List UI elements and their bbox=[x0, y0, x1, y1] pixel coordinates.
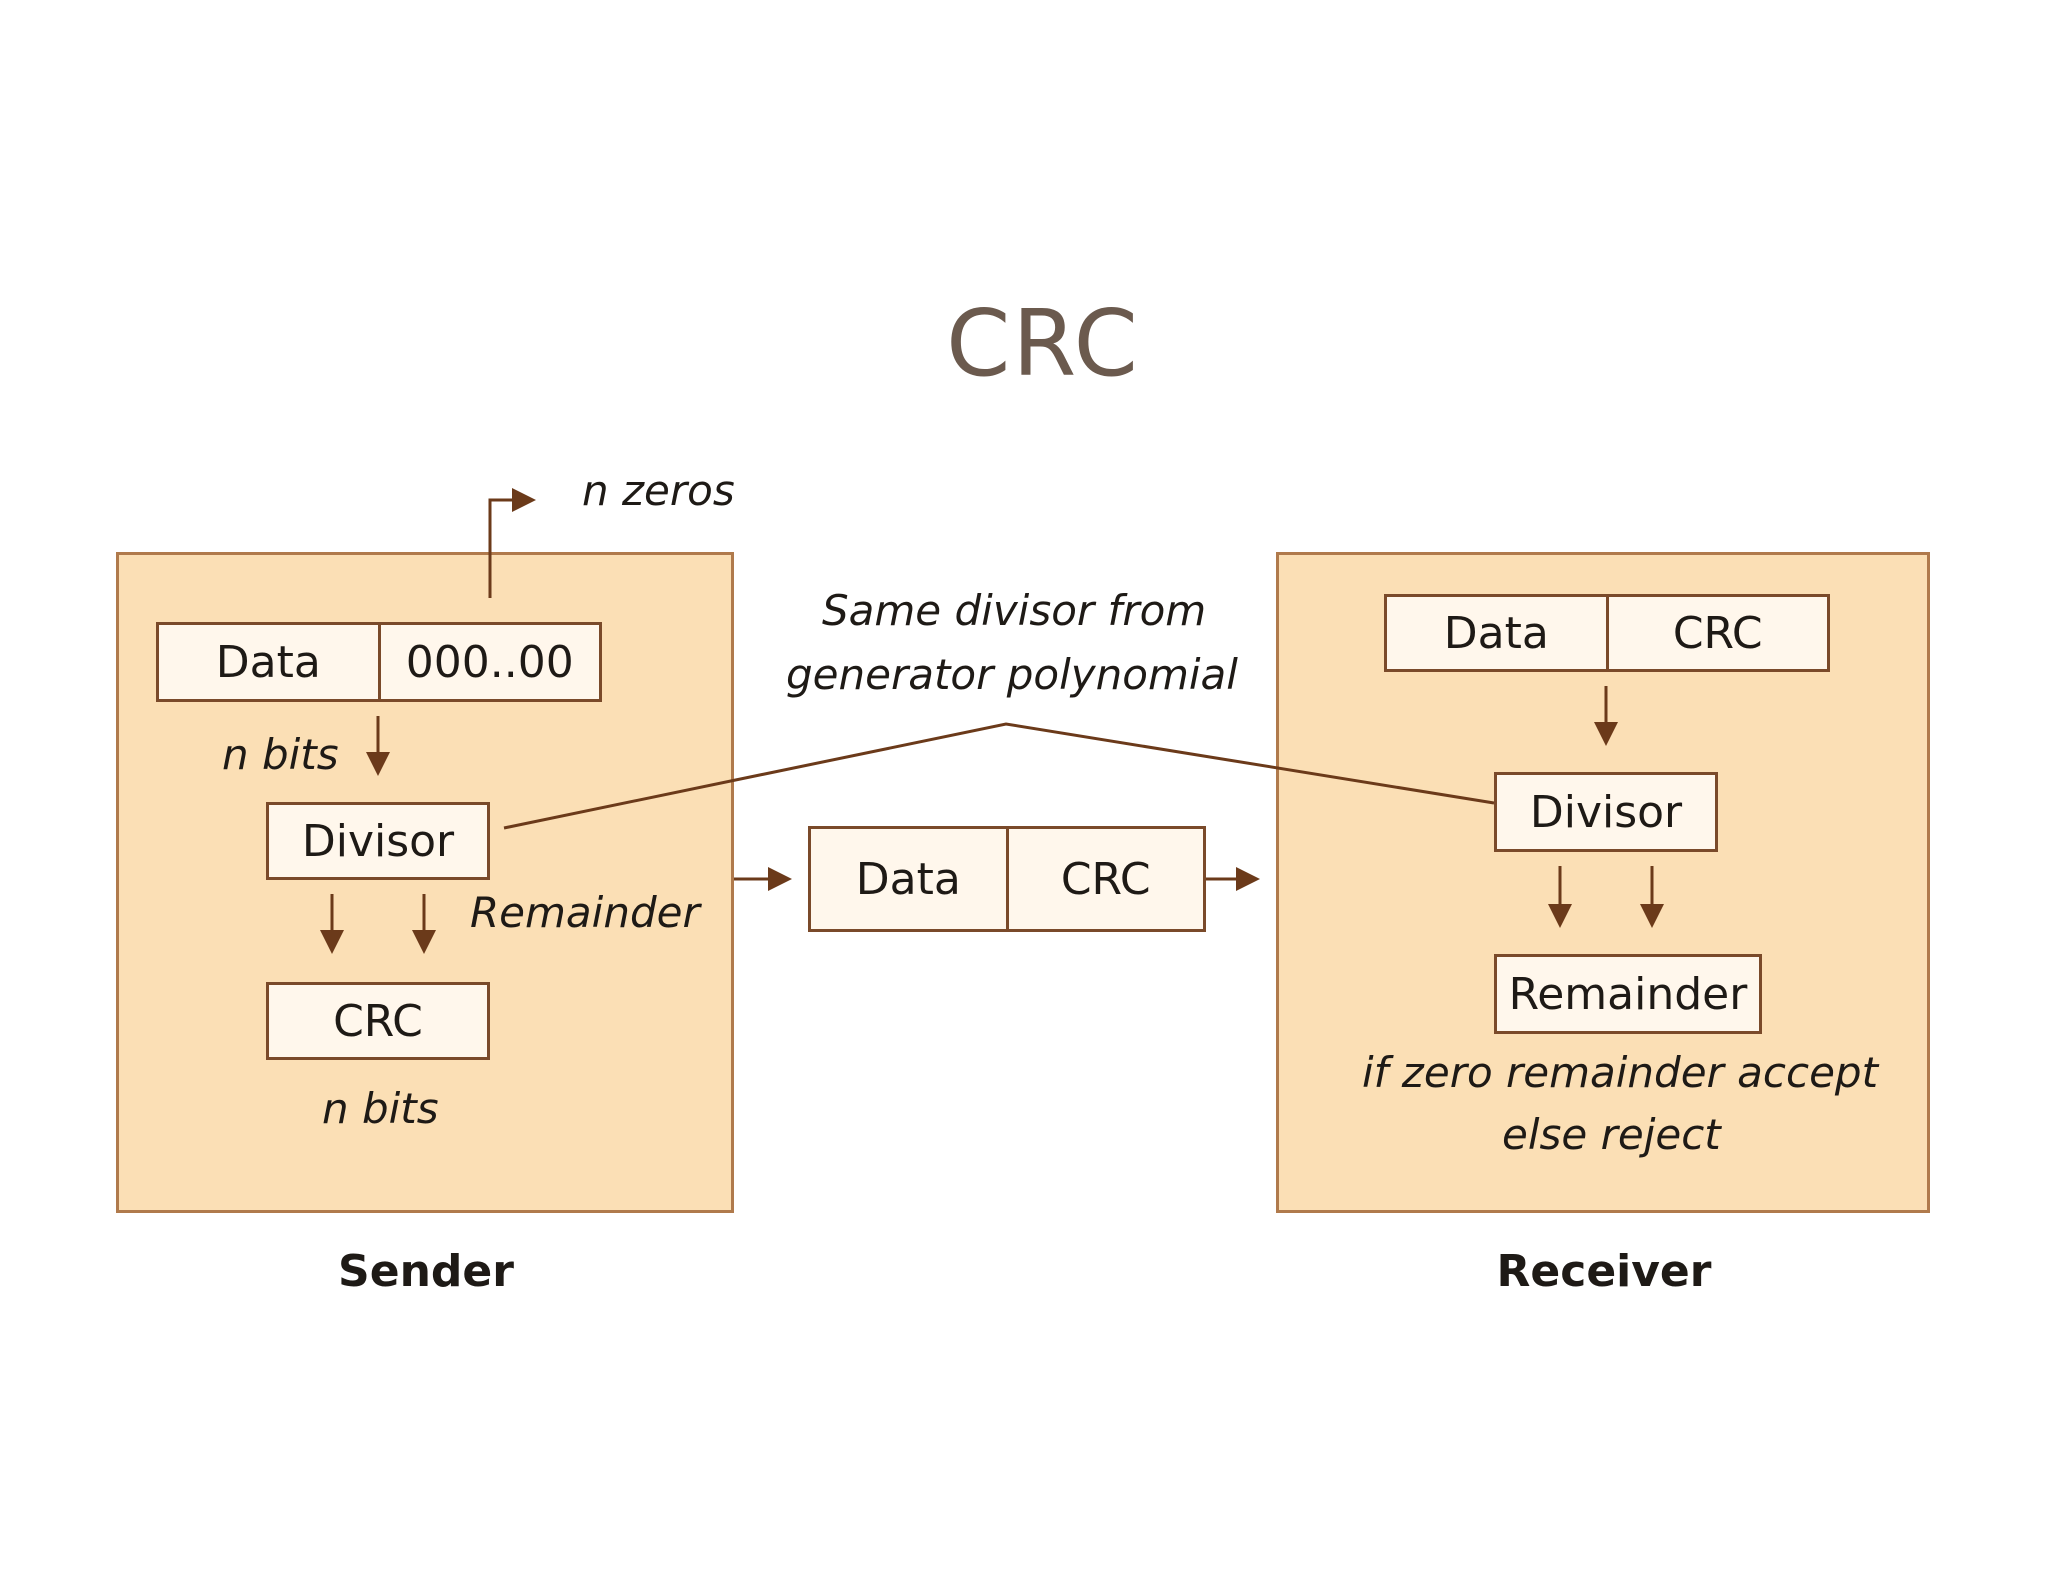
sender-data-cell: Data bbox=[215, 636, 321, 688]
sender-n-bits-note: n bits bbox=[222, 730, 339, 779]
shared-divisor-link bbox=[503, 722, 1495, 830]
n-zeros-note: n zeros bbox=[582, 466, 735, 515]
receiver-decision-line1: if zero remainder accept bbox=[1362, 1048, 1879, 1097]
shared-divisor-note-line2: generator polynomial bbox=[786, 650, 1238, 699]
transmitted-crc-cell: CRC bbox=[1005, 829, 1204, 929]
n-zeros-arrow bbox=[488, 488, 536, 598]
sender-zeros-cell: 000..00 bbox=[377, 625, 600, 699]
page-title: CRC bbox=[946, 290, 1140, 397]
sender-label: Sender bbox=[338, 1246, 514, 1297]
receiver-data-frame: Data CRC bbox=[1384, 594, 1830, 672]
sender-remainder-note: Remainder bbox=[470, 888, 700, 937]
receiver-remainder-box: Remainder bbox=[1494, 954, 1762, 1034]
sender-crc-bits-note: n bits bbox=[322, 1084, 439, 1133]
shared-divisor-note-line1: Same divisor from bbox=[822, 586, 1207, 635]
receiver-crc-cell: CRC bbox=[1605, 597, 1828, 669]
receiver-data-cell: Data bbox=[1443, 607, 1549, 659]
receiver-label: Receiver bbox=[1496, 1246, 1712, 1297]
sender-data-frame: Data 000..00 bbox=[156, 622, 602, 702]
transmitted-data-cell: Data bbox=[855, 853, 961, 905]
receiver-divisor-box: Divisor bbox=[1494, 772, 1718, 852]
transmitted-frame: Data CRC bbox=[808, 826, 1206, 932]
sender-divisor-box: Divisor bbox=[266, 802, 490, 880]
receiver-decision-line2: else reject bbox=[1502, 1110, 1721, 1159]
sender-crc-box: CRC bbox=[266, 982, 490, 1060]
